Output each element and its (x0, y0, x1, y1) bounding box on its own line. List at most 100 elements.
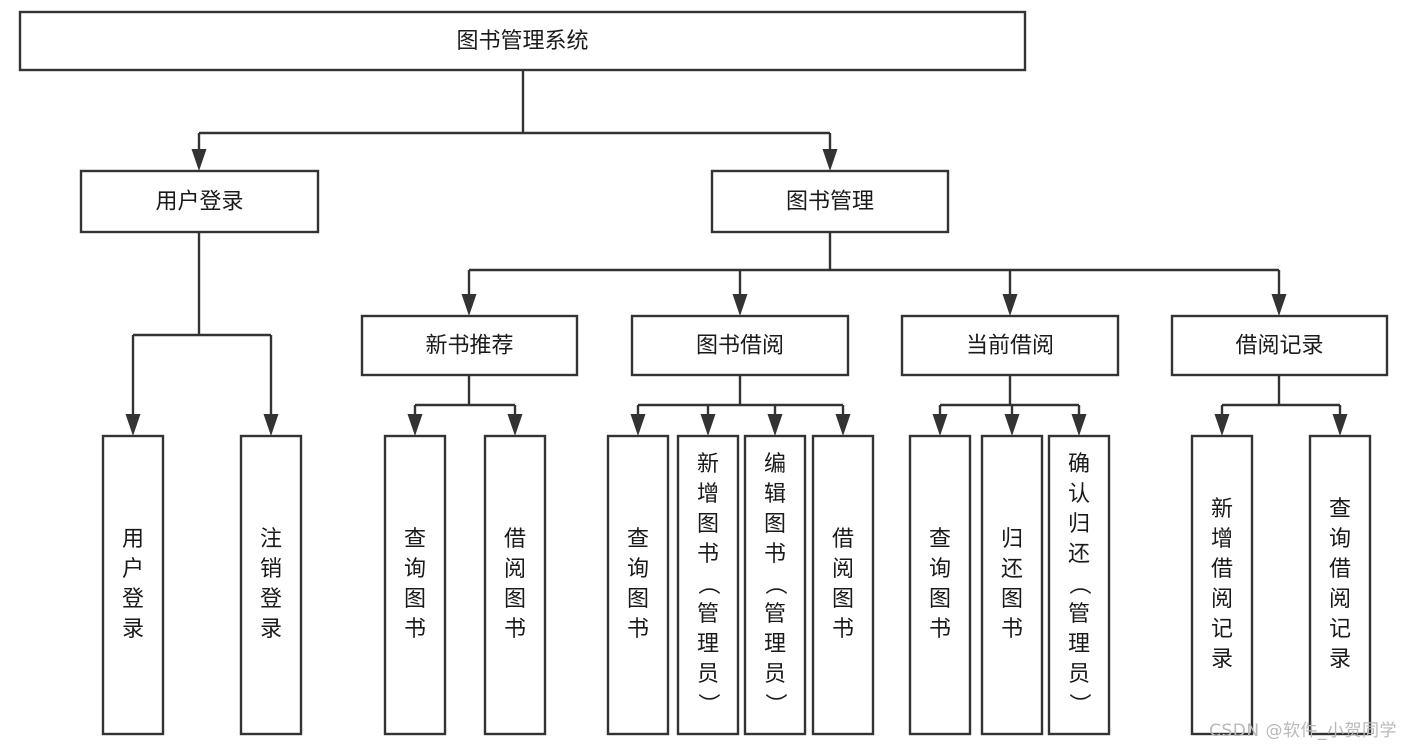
node-label-leaf-confirm-return-admin-char-0: 确 (1068, 452, 1090, 477)
node-box-leaf-borrow-book-2[interactable] (811, 434, 875, 736)
node-book-manage[interactable]: 图书管理 (710, 169, 950, 234)
node-box-book-borrow[interactable] (630, 314, 850, 377)
connector-root (191, 70, 838, 171)
node-label-leaf-add-book-admin-char-3: 书 (697, 542, 719, 567)
node-new-book-recommend[interactable]: 新书推荐 (360, 314, 579, 377)
node-label-leaf-borrow-book-1-char-0: 借 (504, 527, 526, 552)
node-root[interactable]: 图书管理系统 (18, 10, 1027, 72)
node-box-book-manage[interactable] (710, 169, 950, 234)
node-label-leaf-return-book-char-0: 归 (1001, 527, 1023, 552)
node-label-leaf-edit-book-admin-char-2: 图 (764, 512, 786, 537)
node-label-leaf-borrow-book-2-char-3: 书 (832, 617, 854, 642)
node-box-leaf-user-login[interactable] (101, 434, 165, 736)
node-label-borrow-record: 借阅记录 (1235, 334, 1323, 359)
node-label-leaf-return-book-char-3: 书 (1001, 617, 1023, 642)
node-label-book-borrow: 图书借阅 (696, 334, 784, 359)
node-label-leaf-add-book-admin-char-1: 增 (697, 482, 719, 507)
node-label-leaf-confirm-return-admin-char-4: （ (1066, 573, 1091, 595)
node-label-leaf-edit-book-admin-char-0: 编 (764, 452, 786, 477)
arrow-head (1271, 294, 1287, 316)
node-label-leaf-borrow-book-1-char-2: 图 (504, 587, 526, 612)
node-box-new-book-recommend[interactable] (360, 314, 579, 377)
node-box-borrow-record[interactable] (1170, 314, 1389, 377)
node-label-leaf-user-login-char-2: 登 (122, 587, 144, 612)
node-label-leaf-add-borrow-record-char-1: 增 (1211, 527, 1233, 552)
node-box-leaf-borrow-book-1[interactable] (483, 434, 547, 736)
connector-borrow-record (1214, 375, 1348, 436)
arrow-head (1071, 414, 1087, 436)
node-box-leaf-logout-login[interactable] (239, 434, 303, 736)
node-box-leaf-confirm-return-admin[interactable] (1047, 434, 1111, 736)
node-label-leaf-confirm-return-admin-char-6: 理 (1068, 632, 1090, 657)
node-box-leaf-add-borrow-record[interactable] (1190, 434, 1254, 736)
arrow-head (630, 414, 646, 436)
node-box-leaf-query-book-2[interactable] (606, 434, 670, 736)
node-box-leaf-query-book-1[interactable] (383, 434, 447, 736)
node-label-leaf-edit-book-admin-char-8: ） (762, 693, 787, 715)
connector-book-borrow (630, 375, 851, 436)
node-label-leaf-logout-login-char-3: 录 (260, 617, 282, 642)
node-label-leaf-return-book-char-2: 图 (1001, 587, 1023, 612)
node-label-leaf-add-book-admin-char-7: 员 (697, 662, 719, 687)
node-label-leaf-add-book-admin-char-4: （ (695, 573, 720, 595)
node-label-leaf-add-borrow-record-char-2: 借 (1211, 557, 1233, 582)
node-box-current-borrow[interactable] (900, 314, 1120, 377)
node-layer: 图书管理系统用户登录图书管理新书推荐图书借阅当前借阅借阅记录用户登录注销登录查询… (18, 10, 1389, 736)
node-label-root: 图书管理系统 (456, 29, 588, 54)
node-borrow-record[interactable]: 借阅记录 (1170, 314, 1389, 377)
node-label-leaf-borrow-book-1-char-3: 书 (504, 617, 526, 642)
node-box-leaf-add-book-admin[interactable] (676, 434, 740, 736)
node-current-borrow[interactable]: 当前借阅 (900, 314, 1120, 377)
node-box-leaf-return-book[interactable] (980, 434, 1044, 736)
connector-user-login (125, 232, 279, 436)
node-label-leaf-user-login-char-1: 户 (122, 557, 144, 582)
node-label-leaf-query-book-2-char-0: 查 (627, 527, 649, 552)
arrow-head (822, 149, 838, 171)
node-box-leaf-query-book-3[interactable] (908, 434, 972, 736)
node-leaf-user-login[interactable]: 用户登录 (101, 434, 165, 736)
node-label-leaf-borrow-book-2-char-1: 阅 (832, 557, 854, 582)
node-label-leaf-query-book-1-char-1: 询 (404, 557, 426, 582)
node-label-leaf-query-book-1-char-0: 查 (404, 527, 426, 552)
node-label-leaf-query-borrow-record-char-0: 查 (1329, 497, 1351, 522)
arrow-head (125, 414, 141, 436)
connector-book-manage (461, 232, 1287, 316)
node-label-leaf-borrow-book-2-char-0: 借 (832, 527, 854, 552)
node-book-borrow[interactable]: 图书借阅 (630, 314, 850, 377)
node-box-leaf-edit-book-admin[interactable] (743, 434, 807, 736)
node-label-leaf-add-borrow-record-char-0: 新 (1211, 497, 1233, 522)
node-user-login[interactable]: 用户登录 (79, 169, 320, 234)
arrow-head (263, 414, 279, 436)
node-label-leaf-query-book-3-char-1: 询 (929, 557, 951, 582)
node-label-leaf-edit-book-admin-char-3: 书 (764, 542, 786, 567)
node-box-user-login[interactable] (79, 169, 320, 234)
arrow-head (1002, 294, 1018, 316)
node-label-leaf-query-book-1-char-2: 图 (404, 587, 426, 612)
connector-layer (125, 70, 1348, 436)
arrow-head (700, 414, 716, 436)
node-label-leaf-query-book-3-char-3: 书 (929, 617, 951, 642)
node-label-leaf-add-borrow-record-char-3: 阅 (1211, 587, 1233, 612)
arrow-head (1332, 414, 1348, 436)
node-label-leaf-query-borrow-record-char-4: 记 (1329, 617, 1351, 642)
node-box-leaf-query-borrow-record[interactable] (1308, 434, 1372, 736)
node-box-root[interactable] (18, 10, 1027, 72)
node-label-leaf-edit-book-admin-char-7: 员 (764, 662, 786, 687)
node-label-leaf-query-borrow-record-char-5: 录 (1329, 647, 1351, 672)
csdn-watermark: CSDN @软件_小贺同学 (1209, 721, 1397, 741)
node-label-leaf-query-borrow-record-char-2: 借 (1329, 557, 1351, 582)
node-label-leaf-add-book-admin-char-8: ） (695, 693, 720, 715)
